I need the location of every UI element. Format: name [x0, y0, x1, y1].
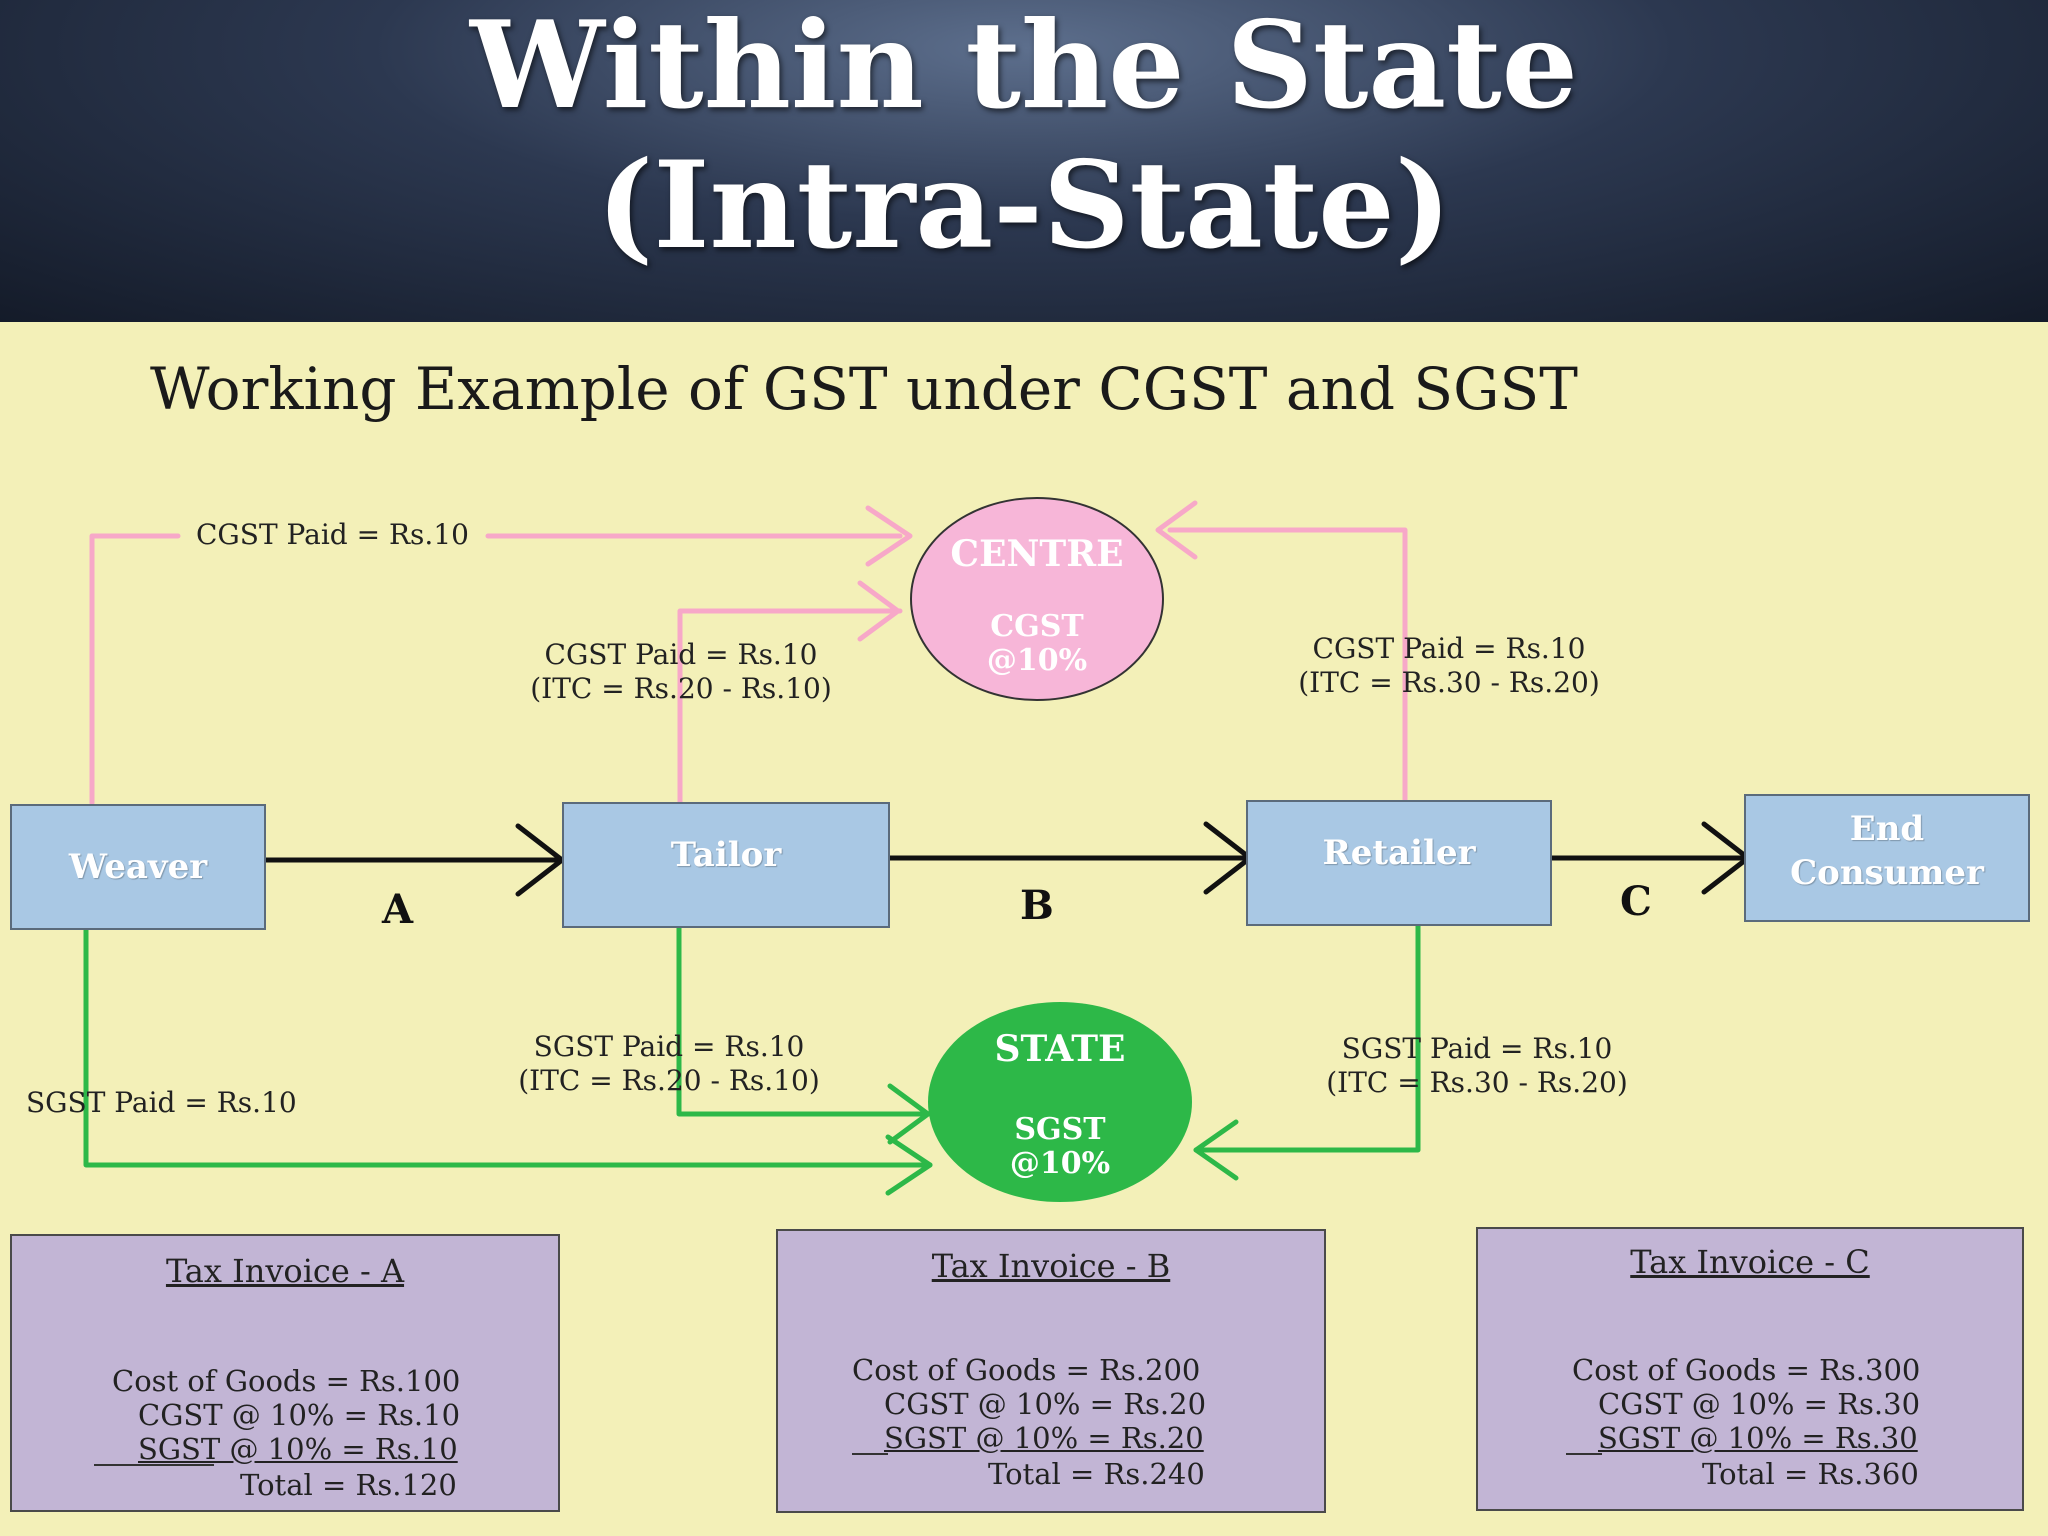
- slide-title-line1: Within the State: [470, 0, 1578, 136]
- centre-rate: @10%: [986, 643, 1088, 678]
- retailer-cgst-line2: (ITC = Rs.30 - Rs.20): [1298, 666, 1600, 699]
- centre-circle: CENTRE CGST @10%: [910, 497, 1164, 701]
- state-tax: SGST: [1014, 1112, 1106, 1147]
- state-circle: STATE SGST @10%: [928, 1002, 1192, 1202]
- sgst-retailer-line: [1193, 919, 1421, 1153]
- invoice-c-cost: Cost of Goods = Rs.300: [1572, 1353, 1921, 1387]
- end-consumer-line2: Consumer: [1790, 853, 1984, 893]
- weaver-box: Weaver: [10, 804, 266, 930]
- tailor-sgst-label: SGST Paid = Rs.10 (ITC = Rs.20 - Rs.10): [504, 1030, 834, 1098]
- cgst-tailor-arrowhead: [857, 580, 901, 642]
- sgst-weaver-arrowhead: [885, 1134, 933, 1196]
- tailor-sgst-line2: (ITC = Rs.20 - Rs.10): [518, 1064, 820, 1097]
- weaver-sgst-label: SGST Paid = Rs.10: [26, 1086, 297, 1119]
- invoice-a-total: Total = Rs.120: [240, 1468, 457, 1502]
- invoice-a-total-rule: [94, 1464, 214, 1466]
- invoice-c-cgst: CGST @ 10% = Rs.30: [1598, 1387, 1921, 1421]
- invoice-b: Tax Invoice - B Cost of Goods = Rs.200 C…: [776, 1229, 1326, 1513]
- weaver-cgst-label: CGST Paid = Rs.10: [196, 518, 469, 551]
- segment-c-label: C: [1620, 878, 1652, 925]
- tailor-cgst-line1: CGST Paid = Rs.10: [544, 638, 818, 671]
- invoice-a-cgst: CGST @ 10% = Rs.10: [138, 1398, 461, 1432]
- weaver-label: Weaver: [68, 847, 208, 887]
- invoice-c: Tax Invoice - C Cost of Goods = Rs.300 C…: [1476, 1227, 2024, 1511]
- cgst-retailer-arrowhead: [1155, 500, 1198, 560]
- end-consumer-box: End Consumer: [1744, 794, 2030, 922]
- invoice-c-title: Tax Invoice - C: [1630, 1243, 1870, 1281]
- retailer-label: Retailer: [1322, 833, 1476, 873]
- segment-b-label: B: [1020, 882, 1054, 929]
- retailer-cgst-label: CGST Paid = Rs.10 (ITC = Rs.30 - Rs.20): [1284, 632, 1614, 700]
- sgst-weaver-line: [83, 925, 933, 1168]
- invoice-c-total-rule: [1566, 1453, 1602, 1455]
- retailer-box: Retailer: [1246, 800, 1552, 926]
- cgst-weaver-arrowhead: [865, 505, 913, 567]
- invoice-a-title: Tax Invoice - A: [165, 1252, 405, 1290]
- end-consumer-line1: End: [1849, 809, 1925, 849]
- centre-tax: CGST: [990, 609, 1084, 644]
- retailer-sgst-line1: SGST Paid = Rs.10: [1341, 1032, 1613, 1065]
- retailer-sgst-line2: (ITC = Rs.30 - Rs.20): [1326, 1066, 1628, 1099]
- segment-a-label: A: [382, 886, 414, 933]
- state-rate: @10%: [1009, 1146, 1111, 1181]
- invoice-b-sgst: SGST @ 10% = Rs.20: [884, 1421, 1204, 1455]
- invoice-c-total: Total = Rs.360: [1702, 1457, 1919, 1491]
- tailor-sgst-line1: SGST Paid = Rs.10: [533, 1030, 805, 1063]
- cgst-retailer-line: [1167, 527, 1408, 803]
- tailor-cgst-label: CGST Paid = Rs.10 (ITC = Rs.20 - Rs.10): [516, 638, 846, 706]
- invoice-b-cost: Cost of Goods = Rs.200: [852, 1353, 1201, 1387]
- cgst-weaver-line: [89, 533, 181, 806]
- state-name: STATE: [994, 1028, 1126, 1070]
- invoice-a: Tax Invoice - A Cost of Goods = Rs.100 C…: [10, 1234, 560, 1512]
- invoice-b-title: Tax Invoice - B: [931, 1247, 1171, 1285]
- invoice-b-total: Total = Rs.240: [988, 1457, 1205, 1491]
- cgst-tailor-line: [677, 608, 903, 806]
- invoice-b-total-rule: [852, 1453, 888, 1455]
- retailer-sgst-label: SGST Paid = Rs.10 (ITC = Rs.30 - Rs.20): [1312, 1032, 1642, 1100]
- invoice-b-cgst: CGST @ 10% = Rs.20: [884, 1387, 1207, 1421]
- slide-title-line2: (Intra-State): [596, 135, 1452, 276]
- sgst-retailer-arrowhead: [1193, 1119, 1239, 1181]
- title-banner: Within the State (Intra-State): [0, 0, 2048, 322]
- tailor-label: Tailor: [670, 835, 782, 875]
- sgst-tailor-line: [676, 922, 931, 1117]
- centre-name: CENTRE: [950, 533, 1124, 575]
- tailor-cgst-line2: (ITC = Rs.20 - Rs.10): [530, 672, 832, 705]
- invoice-a-cost: Cost of Goods = Rs.100: [112, 1364, 461, 1398]
- invoice-c-sgst: SGST @ 10% = Rs.30: [1598, 1421, 1918, 1455]
- diagram-subtitle: Working Example of GST under CGST and SG…: [150, 355, 1578, 423]
- retailer-cgst-line1: CGST Paid = Rs.10: [1312, 632, 1586, 665]
- tailor-box: Tailor: [562, 802, 890, 928]
- invoice-a-sgst: SGST @ 10% = Rs.10: [138, 1432, 458, 1466]
